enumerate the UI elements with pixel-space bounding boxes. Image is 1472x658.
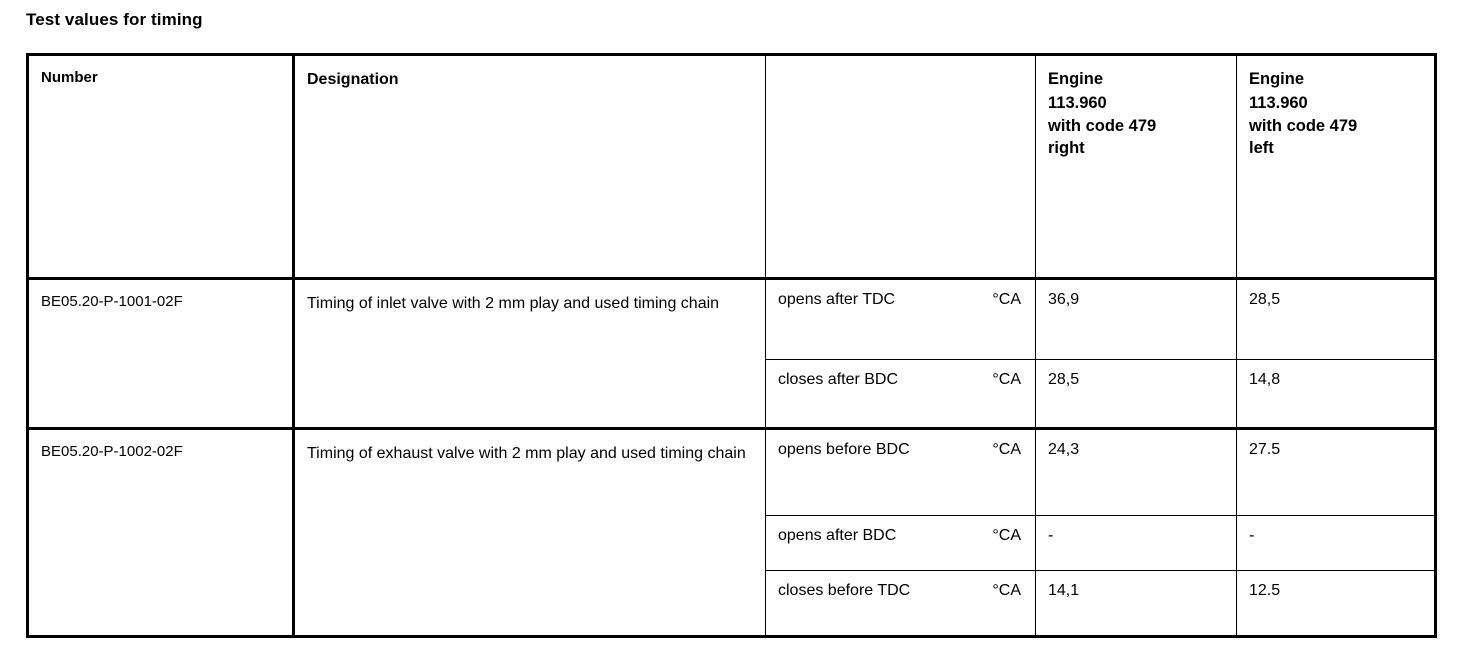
column-rule-measurement-engine-right bbox=[1035, 430, 1036, 635]
measurement-label: closes after BDC bbox=[778, 371, 899, 388]
cell-measurement-label: opens before BDC °CA bbox=[766, 430, 1035, 515]
header-engine-left-line3: with code 479 bbox=[1249, 117, 1358, 135]
value-engine-right: 36,9 bbox=[1048, 291, 1080, 308]
measurement-unit: °CA bbox=[992, 527, 1021, 544]
cell-measurement-label: opens after BDC °CA bbox=[766, 516, 1035, 570]
measurement-inner: opens before BDC °CA bbox=[766, 430, 1035, 459]
measurement-unit: °CA bbox=[992, 371, 1021, 388]
header-engine-right-line1: Engine bbox=[1048, 70, 1104, 88]
value-engine-left: 14,8 bbox=[1249, 371, 1281, 388]
value-engine-left: - bbox=[1249, 527, 1255, 544]
column-rule-engine-right-engine-left bbox=[1236, 56, 1237, 277]
value-engine-right: 14,1 bbox=[1048, 582, 1080, 599]
column-rule-designation-measurement bbox=[765, 280, 766, 427]
measurement-inner: closes before TDC °CA bbox=[766, 571, 1035, 600]
measurement-unit: °CA bbox=[992, 582, 1021, 599]
measurement-label: opens before BDC bbox=[778, 441, 910, 458]
column-rule-designation-measurement bbox=[765, 430, 766, 635]
column-rule-engine-right-engine-left bbox=[1236, 280, 1237, 427]
header-engine-right-line2: 113.960 bbox=[1048, 94, 1107, 112]
value-number: BE05.20-P-1001-02F bbox=[41, 293, 183, 310]
header-label-number: Number bbox=[41, 69, 98, 86]
measurement-subrow: opens after BDC °CA - - bbox=[766, 515, 1434, 570]
cell-value-engine-right: 28,5 bbox=[1036, 360, 1236, 427]
header-engine-left-line2: 113.960 bbox=[1249, 94, 1308, 112]
value-designation: Timing of inlet valve with 2 mm play and… bbox=[307, 295, 720, 312]
column-rule-number-designation bbox=[292, 56, 295, 277]
table-inner: Number Designation Engine 113.960 with c… bbox=[29, 56, 1434, 635]
header-engine-right-line3: with code 479 bbox=[1048, 117, 1157, 135]
value-number: BE05.20-P-1002-02F bbox=[41, 443, 183, 460]
cell-value-engine-right: - bbox=[1036, 516, 1236, 570]
cell-designation: Timing of inlet valve with 2 mm play and… bbox=[295, 280, 765, 427]
header-label-measurement bbox=[766, 56, 1035, 67]
cell-value-engine-left: 27.5 bbox=[1237, 430, 1440, 515]
measurement-inner: closes after BDC °CA bbox=[766, 360, 1035, 389]
cell-measurement-label: closes before TDC °CA bbox=[766, 571, 1035, 632]
measurement-subrow: closes before TDC °CA 14,1 12.5 bbox=[766, 570, 1434, 632]
measurement-subrow: opens after TDC °CA 36,9 28,5 bbox=[766, 280, 1434, 359]
value-engine-left: 12.5 bbox=[1249, 582, 1281, 599]
header-engine-left-line1: Engine bbox=[1249, 70, 1305, 88]
header-engine-left-line4: left bbox=[1249, 139, 1274, 157]
measurement-unit: °CA bbox=[992, 441, 1021, 458]
cell-value-engine-left: - bbox=[1237, 516, 1440, 570]
column-rule-number-designation bbox=[292, 430, 295, 635]
table-row: BE05.20-P-1002-02F Timing of exhaust val… bbox=[29, 430, 1434, 635]
table-row: BE05.20-P-1001-02F Timing of inlet valve… bbox=[29, 280, 1434, 430]
header-label-engine-left: Engine 113.960 with code 479 left bbox=[1237, 56, 1440, 159]
value-engine-right: 24,3 bbox=[1048, 441, 1080, 458]
cell-number: BE05.20-P-1002-02F bbox=[29, 430, 292, 632]
cell-value-engine-left: 28,5 bbox=[1237, 280, 1440, 359]
measurement-label: closes before TDC bbox=[778, 582, 911, 599]
header-cell-engine-right: Engine 113.960 with code 479 right bbox=[1036, 56, 1236, 280]
value-engine-right: 28,5 bbox=[1048, 371, 1080, 388]
measurement-label: opens after TDC bbox=[778, 291, 896, 308]
measurement-label: opens after BDC bbox=[778, 527, 897, 544]
cell-designation: Timing of exhaust valve with 2 mm play a… bbox=[295, 430, 765, 632]
cell-value-engine-left: 12.5 bbox=[1237, 571, 1440, 632]
cell-value-engine-left: 14,8 bbox=[1237, 360, 1440, 427]
cell-number: BE05.20-P-1001-02F bbox=[29, 280, 292, 427]
measurement-subrow: closes after BDC °CA 28,5 14,8 bbox=[766, 359, 1434, 427]
table-header-row: Number Designation Engine 113.960 with c… bbox=[29, 56, 1434, 280]
header-cell-engine-left: Engine 113.960 with code 479 left bbox=[1237, 56, 1440, 280]
cell-measurement-label: opens after TDC °CA bbox=[766, 280, 1035, 359]
value-engine-left: 27.5 bbox=[1249, 441, 1281, 458]
cell-value-engine-right: 14,1 bbox=[1036, 571, 1236, 632]
measurement-inner: opens after BDC °CA bbox=[766, 516, 1035, 545]
header-cell-measurement bbox=[766, 56, 1035, 280]
value-designation: Timing of exhaust valve with 2 mm play a… bbox=[307, 445, 746, 462]
header-cell-designation: Designation bbox=[295, 56, 765, 280]
header-label-designation: Designation bbox=[307, 71, 399, 88]
measurement-subrow: opens before BDC °CA 24,3 27.5 bbox=[766, 430, 1434, 515]
cell-measurement-label: closes after BDC °CA bbox=[766, 360, 1035, 427]
cell-value-engine-right: 36,9 bbox=[1036, 280, 1236, 359]
column-rule-number-designation bbox=[292, 280, 295, 427]
measurement-unit: °CA bbox=[992, 291, 1021, 308]
header-engine-right-line4: right bbox=[1048, 139, 1085, 157]
column-rule-designation-measurement bbox=[765, 56, 766, 277]
column-rule-measurement-engine-right bbox=[1035, 280, 1036, 427]
value-engine-right: - bbox=[1048, 527, 1054, 544]
column-rule-measurement-engine-right bbox=[1035, 56, 1036, 277]
value-engine-left: 28,5 bbox=[1249, 291, 1281, 308]
header-label-engine-right: Engine 113.960 with code 479 right bbox=[1036, 56, 1236, 159]
column-rule-engine-right-engine-left bbox=[1236, 430, 1237, 635]
test-values-table: Number Designation Engine 113.960 with c… bbox=[26, 53, 1437, 638]
page-title: Test values for timing bbox=[26, 10, 203, 29]
header-cell-number: Number bbox=[29, 56, 292, 280]
measurement-inner: opens after TDC °CA bbox=[766, 280, 1035, 309]
cell-value-engine-right: 24,3 bbox=[1036, 430, 1236, 515]
